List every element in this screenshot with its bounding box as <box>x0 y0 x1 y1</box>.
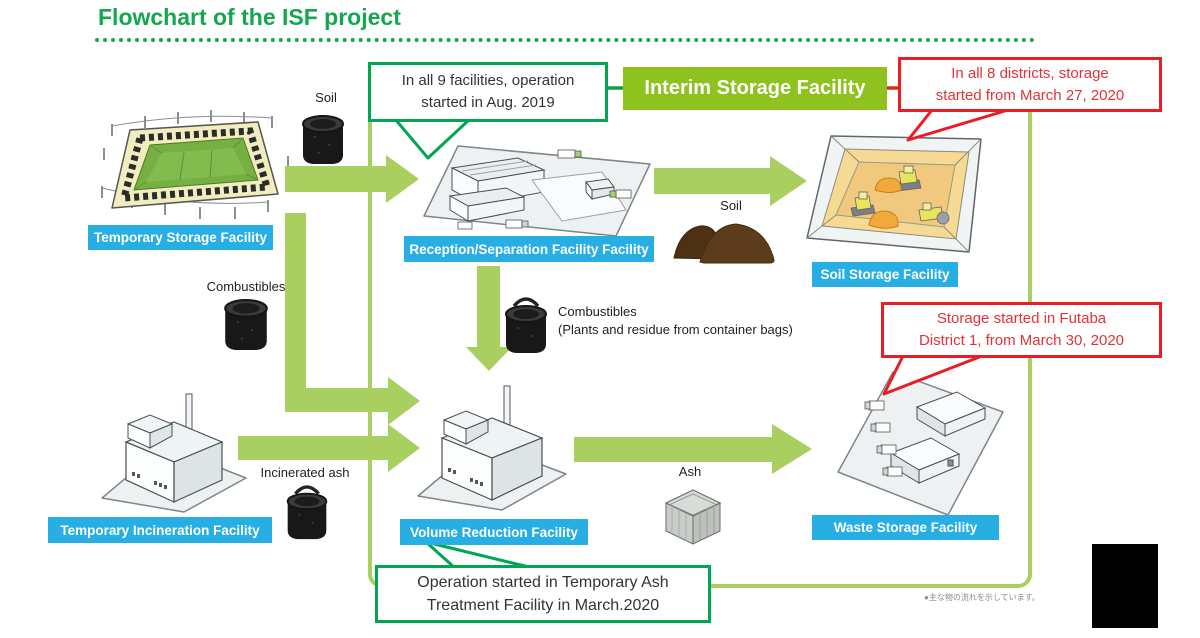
label-soil-right: Soil <box>720 198 742 213</box>
callout-ash-treatment-line2: Treatment Facility in March.2020 <box>426 597 660 614</box>
callout-futaba-line2: District 1, from March 30, 2020 <box>918 332 1125 349</box>
label-temporary-storage-facility: Temporary Storage Facility <box>88 225 273 250</box>
callout-8-districts: In all 8 districts, storage started from… <box>898 57 1162 112</box>
volume-reduction-illustration <box>417 385 567 511</box>
arrow-tempstorage-to-reception <box>285 155 419 203</box>
callout-9-facilities-line1: In all 9 facilities, operation <box>401 72 575 90</box>
label-ash: Ash <box>678 464 702 479</box>
windows <box>132 472 167 489</box>
main-building <box>440 417 544 501</box>
pit-corners <box>806 135 982 253</box>
title-underline <box>95 38 1035 42</box>
callout-futaba-line1: Storage started in Futaba <box>936 310 1107 328</box>
callout-futaba: Storage started in Futaba District 1, fr… <box>881 302 1162 358</box>
temporary-storage-illustration <box>101 110 289 219</box>
soil-storage-illustration <box>806 135 982 253</box>
interim-storage-banner: Interim Storage Facility <box>623 67 887 110</box>
callout-tail-8-districts <box>906 108 1010 142</box>
label-combustibles-mid: Combustibles (Plants and residue from co… <box>558 303 818 338</box>
callout-ash-treatment: Operation started in Temporary Ash Treat… <box>375 565 711 623</box>
page-title: Flowchart of the ISF project <box>98 4 401 30</box>
incinerated-ash-drum-icon <box>286 485 328 540</box>
warehouse-2 <box>448 187 526 222</box>
label-temporary-incineration-facility: Temporary Incineration Facility <box>48 517 272 543</box>
temporary-incineration-illustration <box>101 393 247 513</box>
arrow-reception-to-volume-reduction <box>466 266 512 371</box>
label-volume-reduction-facility: Volume Reduction Facility <box>400 519 588 545</box>
penthouse <box>442 410 490 445</box>
sandbag-ring <box>119 127 272 202</box>
ash-container-icon <box>664 489 722 545</box>
arrow-volume-reduction-to-waste-storage <box>574 424 812 474</box>
arrow-combustibles-to-volume-reduction <box>285 213 420 425</box>
callout-tail-futaba <box>882 354 984 396</box>
soil-drum-icon <box>302 115 344 164</box>
label-soil-storage-facility: Soil Storage Facility <box>812 262 958 287</box>
small-shed <box>585 178 615 201</box>
penthouse <box>126 414 174 449</box>
arrow-reception-to-soil-storage <box>654 156 807 206</box>
combustibles-drum-icon <box>224 299 268 350</box>
label-combustibles-left: Combustibles <box>206 279 286 294</box>
waste-storage-illustration <box>837 371 1004 516</box>
storage-unit-2 <box>889 437 961 484</box>
green-cover-top <box>146 148 246 182</box>
label-combustibles-mid-title: Combustibles <box>558 304 637 319</box>
reception-separation-illustration <box>423 145 651 237</box>
callout-9-facilities: In all 9 facilities, operation started i… <box>368 62 608 122</box>
cover-folds <box>133 137 259 191</box>
callout-9-facilities-line2: started in Aug. 2019 <box>421 94 555 111</box>
label-reception-separation-facility: Reception/Separation Facility Facility <box>404 236 654 262</box>
label-waste-storage-facility: Waste Storage Facility <box>812 515 999 540</box>
callout-ash-treatment-line1: Operation started in Temporary Ash <box>417 573 669 591</box>
callout-8-districts-line2: started from March 27, 2020 <box>935 86 1125 104</box>
label-combustibles-mid-sub: (Plants and residue from container bags) <box>558 321 793 337</box>
transport-trucks <box>864 400 903 477</box>
site-trucks <box>457 149 632 230</box>
soil-heaps <box>868 177 902 229</box>
redaction-block <box>1092 544 1158 628</box>
bulldozers <box>850 165 950 225</box>
callout-tail-9-facilities <box>393 117 472 160</box>
label-incinerated-ash: Incinerated ash <box>260 465 350 480</box>
storage-unit-1 <box>915 391 987 437</box>
soil-pile-icon <box>673 223 775 264</box>
container-bag-icon <box>505 297 547 353</box>
arrow-incineration-to-volume-reduction <box>238 424 420 472</box>
callout-8-districts-line1: In all 8 districts, storage <box>951 64 1109 82</box>
label-soil-top: Soil <box>315 90 337 105</box>
flow-note-ja: ●主な物の流れを示しています。 <box>924 593 1040 602</box>
windows <box>448 468 483 486</box>
